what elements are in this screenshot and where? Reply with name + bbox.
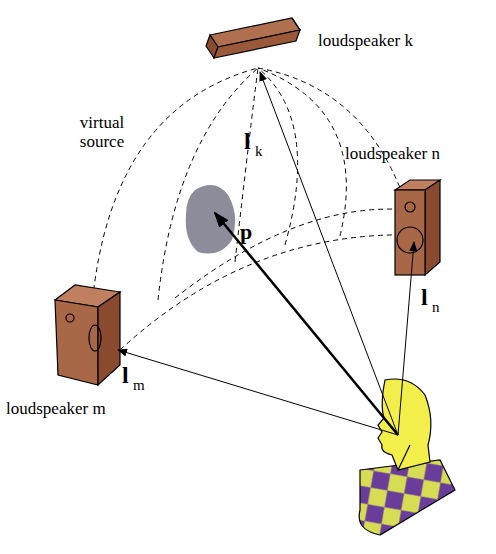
virtual-source-blob <box>186 185 235 253</box>
dashed-arcs <box>90 68 415 350</box>
vector-symbol: l <box>244 128 251 154</box>
speaker-label: loudspeaker n <box>345 145 440 164</box>
vector-subscript: m <box>133 377 145 394</box>
virtual-source-label: virtual source <box>62 114 142 151</box>
vector-subscript: k <box>255 143 263 160</box>
vector-subscript: n <box>432 299 440 316</box>
loudspeaker-n <box>395 180 440 275</box>
speaker-label: loudspeaker m <box>6 400 106 419</box>
vector-symbol: p <box>240 220 252 244</box>
direction-vectors <box>118 72 414 435</box>
vector-symbol: l <box>122 362 129 388</box>
loudspeaker-m <box>55 285 120 385</box>
listener <box>359 379 455 535</box>
loudspeaker-k <box>206 18 300 58</box>
speaker-label: loudspeaker k <box>318 32 413 51</box>
vector-symbol: l <box>421 284 428 310</box>
